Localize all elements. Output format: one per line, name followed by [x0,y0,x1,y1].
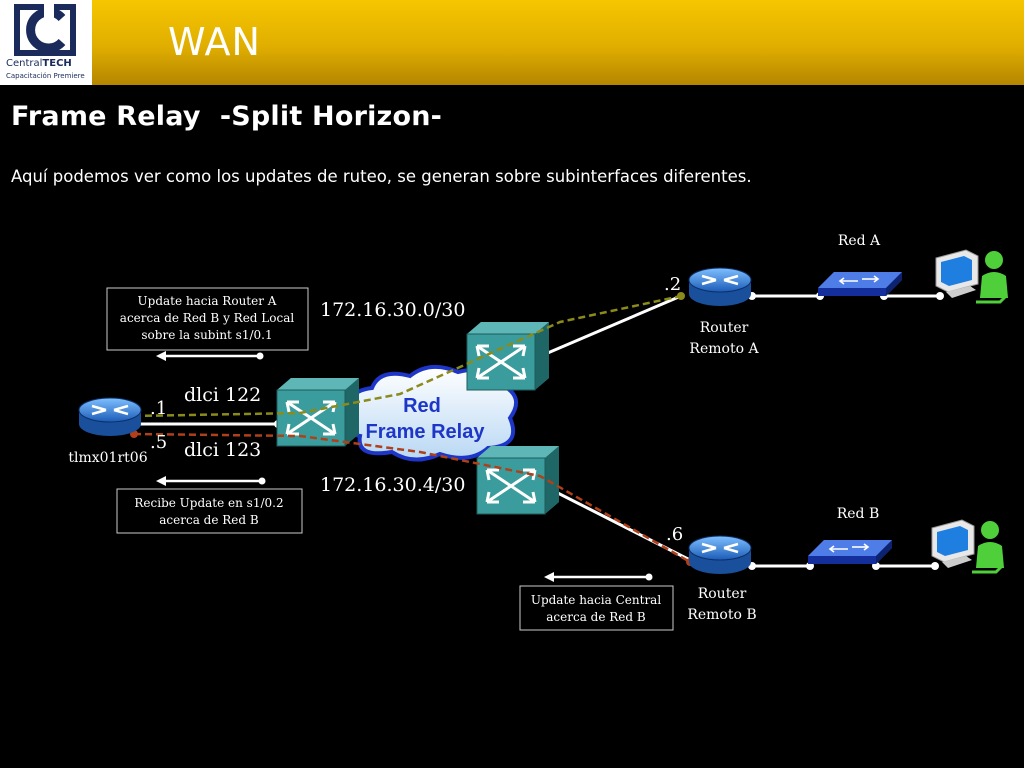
ip-router-b-label: .6 [666,524,683,545]
router-b-label-line1: Router [698,586,747,602]
red-b-label: Red B [837,506,880,522]
router-b-icon [687,534,753,576]
router-b-label-line2: Remoto B [687,607,756,623]
pvc-dlci-122 [133,294,682,418]
ip-central-b-label: .5 [150,432,167,453]
router-a-label-line1: Router [700,320,749,336]
hub-red-a-icon [817,271,903,297]
pc-red-a-icon [934,248,1010,304]
red-a-label: Red A [838,233,881,249]
arrow-left-icon [156,476,266,486]
svg-text:acerca de Red B: acerca de Red B [546,610,646,624]
arrow-right-icon [156,351,264,361]
router-a-label-line2: Remoto A [689,341,759,357]
note-update-router-a: Update hacia Router A acerca de Red B y … [106,287,309,351]
note-receive-update: Recibe Update en s1/0.2 acerca de Red B [116,488,303,534]
svg-text:Update hacia Central: Update hacia Central [531,593,662,607]
logo-brand: CentralTECH [6,58,72,69]
slide-title: Frame Relay -Split Horizon- [11,101,443,132]
pvc-dlci-123 [133,432,691,564]
svg-text:Update hacia Router A: Update hacia Router A [138,294,277,308]
centraltech-logo: CentralTECH Capacitación Premiere [0,0,92,85]
ip-router-a-label: .2 [664,274,681,295]
svg-text:acerca de Red B: acerca de Red B [159,513,259,527]
header-bar: CentralTECH Capacitación Premiere WAN [0,0,1024,85]
svg-text:Recibe Update en s1/0.2: Recibe Update en s1/0.2 [134,496,283,510]
router-a-icon [687,266,753,308]
header-title: WAN [168,20,261,64]
subnet-b-label: 172.16.30.4/30 [320,474,465,496]
frame-switch-a [465,320,551,392]
cloud-label-line1: Red [403,395,441,417]
router-central-label: tlmx01rt06 [68,450,147,466]
note-update-central: Update hacia Central acerca de Red B [519,585,674,631]
logo-tagline: Capacitación Premiere [6,72,85,80]
dlci-122-label: dlci 122 [184,384,261,406]
slide-description: Aquí podemos ver como los updates de rut… [11,167,752,186]
logo-emblem-icon [14,4,76,56]
cloud-label-line2: Frame Relay [366,421,486,443]
ip-central-a-label: .1 [150,398,167,419]
pc-red-b-icon [930,518,1006,574]
frame-switch-b [475,444,561,516]
hub-red-b-icon [807,539,893,565]
subnet-a-label: 172.16.30.0/30 [320,299,465,321]
svg-text:sobre la subint s1/0.1: sobre la subint s1/0.1 [141,328,272,342]
router-central-icon [77,396,143,438]
svg-text:acerca de Red B y Red Local: acerca de Red B y Red Local [120,311,295,325]
arrow-left-icon [544,572,653,582]
link-switch-router-a [535,294,682,360]
dlci-123-label: dlci 123 [184,439,261,461]
